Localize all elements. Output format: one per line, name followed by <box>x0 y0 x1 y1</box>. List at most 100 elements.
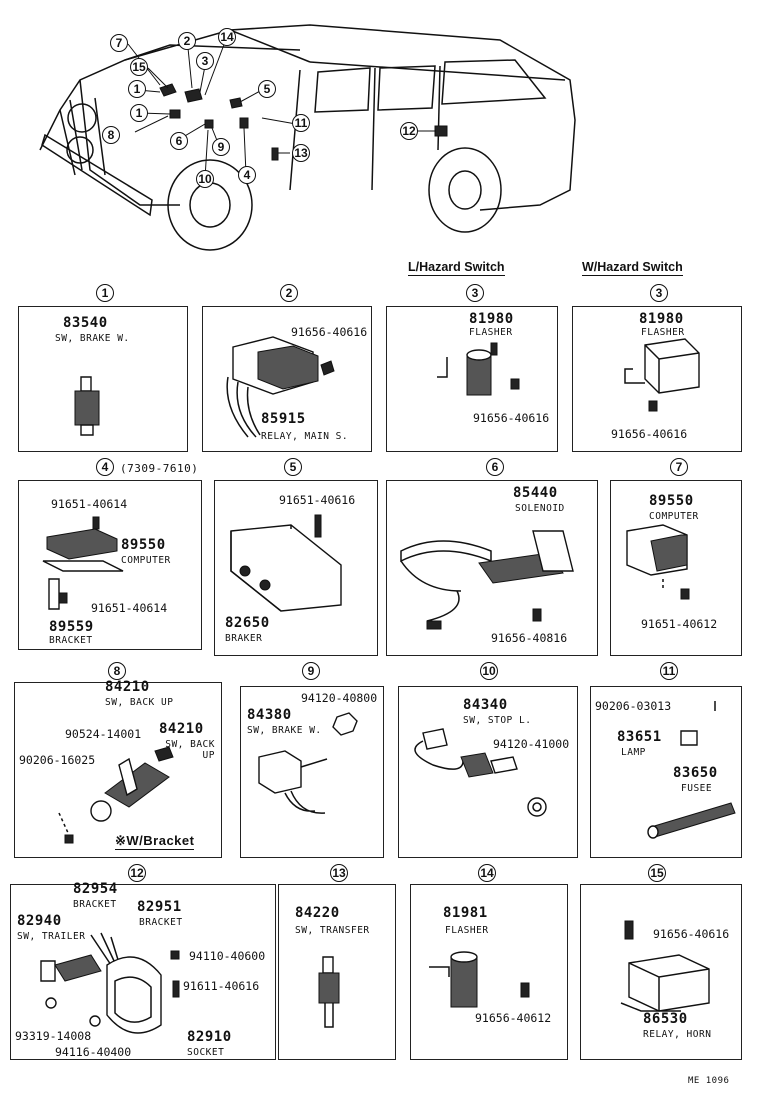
panel-num-3-w: 3 <box>650 284 668 302</box>
panel-8: 84210 SW, BACK UP 90524-14001 84210 SW, … <box>14 679 222 858</box>
fusee-drawing <box>647 701 736 839</box>
part-number: 91651-40616 <box>279 493 356 507</box>
stop-switch-drawing <box>414 728 547 817</box>
callout-5: 5 <box>258 80 276 98</box>
part-number: 89550 <box>121 537 166 553</box>
part-desc: LAMP <box>621 747 646 758</box>
part-number: 90206-16025 <box>19 753 96 767</box>
part-number: 84210 <box>105 679 150 695</box>
part-number: 83650 <box>673 765 718 781</box>
callout-2: 2 <box>178 32 196 50</box>
part-number: 91651-40614 <box>91 601 168 615</box>
part-number: 91656-40816 <box>491 631 568 645</box>
part-number: 94120-41000 <box>493 737 570 751</box>
panel-12: 82954 BRACKET 82940 SW, TRAILER 82951 BR… <box>10 881 276 1060</box>
part-desc: RELAY, HORN <box>643 1029 712 1040</box>
panel-num-7: 7 <box>670 458 688 476</box>
part-desc: SW, TRAILER <box>17 931 86 942</box>
part-number: 84210 <box>159 721 204 737</box>
part-desc: SW, BRAKE W. <box>55 333 130 344</box>
computer-drawing <box>626 524 690 600</box>
panel-13: 84220 SW, TRANSFER <box>278 884 396 1060</box>
solenoid-drawing <box>400 530 574 630</box>
brake-switch-9-drawing <box>258 712 358 814</box>
part-desc: SW, BACK UP <box>105 697 174 708</box>
trailer-socket-drawing <box>40 932 180 1034</box>
part-number: 91656-40616 <box>653 927 730 941</box>
part-number: 85915 <box>261 411 306 427</box>
panel-11: 90206-03013 83651 LAMP 83650 FUSEE <box>590 686 742 858</box>
panel-num-15: 15 <box>648 864 666 882</box>
flasher-w-drawing <box>624 338 700 412</box>
panel-num-4: 4 <box>96 458 114 476</box>
part-number: 91651-40614 <box>51 497 128 511</box>
panel-10: 84340 SW, STOP L. 94120-41000 <box>398 686 578 858</box>
part-desc: FUSEE <box>681 783 713 794</box>
part-number: 89550 <box>649 493 694 509</box>
callout-3: 3 <box>196 52 214 70</box>
part-number: 89559 <box>49 619 94 635</box>
part-desc: SW, BACK UP <box>165 739 215 761</box>
part-number: 83651 <box>617 729 662 745</box>
callout-1a: 1 <box>128 80 146 98</box>
part-desc: FLASHER <box>641 327 685 338</box>
part-number: 91611-40616 <box>183 979 260 993</box>
drawing-code: ME 1096 <box>688 1076 730 1086</box>
callout-14: 14 <box>218 28 236 46</box>
part-desc: SW, TRANSFER <box>295 925 370 936</box>
part-desc: BRACKET <box>49 635 93 646</box>
panel-6: 85440 SOLENOID 91656-40816 <box>386 480 598 656</box>
flasher-drawing <box>437 342 520 396</box>
part-number: 84340 <box>463 697 508 713</box>
header-w-hazard: W/Hazard Switch <box>582 260 683 276</box>
part-number: 82650 <box>225 615 270 631</box>
panel-num-12: 12 <box>128 864 146 882</box>
panel-15: 91656-40616 86530 RELAY, HORN <box>580 884 742 1060</box>
panel-7: 89550 COMPUTER 91651-40612 <box>610 480 742 656</box>
part-desc: SW, STOP L. <box>463 715 532 726</box>
callout-7: 7 <box>110 34 128 52</box>
part-number: 82954 <box>73 881 118 897</box>
part-desc: FLASHER <box>445 925 489 936</box>
panel-num-14: 14 <box>478 864 496 882</box>
horn-relay-drawing <box>620 920 710 1012</box>
panel-9: 94120-40800 84380 SW, BRAKE W. <box>240 686 384 858</box>
panel-num-13: 13 <box>330 864 348 882</box>
panel-num-11: 11 <box>660 662 678 680</box>
vehicle-illustration <box>39 24 576 251</box>
part-number: 81980 <box>639 311 684 327</box>
transfer-switch-drawing <box>318 956 340 1028</box>
part-number: 82951 <box>137 899 182 915</box>
brake-switch-drawing <box>74 376 100 436</box>
callout-10: 10 <box>196 170 214 188</box>
part-desc: BRACKET <box>73 899 117 910</box>
part-desc: COMPUTER <box>121 555 171 566</box>
main-relay-drawing <box>226 336 335 438</box>
panel-num-6: 6 <box>486 458 504 476</box>
panel-4: 91651-40614 89550 COMPUTER 91651-40614 8… <box>18 480 202 650</box>
callout-13: 13 <box>292 144 310 162</box>
flasher-14-drawing <box>429 951 530 1008</box>
bracket-note: ※W/Bracket <box>115 833 195 850</box>
part-number: 91656-40616 <box>473 411 550 425</box>
part-desc: SW, BRAKE W. <box>247 725 322 736</box>
header-l-hazard: L/Hazard Switch <box>408 260 505 276</box>
part-number: 94116-40400 <box>55 1045 132 1059</box>
panel-num-8: 8 <box>108 662 126 680</box>
part-desc: SOLENOID <box>515 503 565 514</box>
part-desc: RELAY, MAIN S. <box>261 431 349 442</box>
part-desc: COMPUTER <box>649 511 699 522</box>
panel-num-5: 5 <box>284 458 302 476</box>
callout-1b: 1 <box>130 104 148 122</box>
callout-6: 6 <box>170 132 188 150</box>
part-number: 91651-40612 <box>641 617 718 631</box>
part-number: 93319-14008 <box>15 1029 92 1043</box>
computer-bracket-drawing <box>42 516 124 610</box>
part-number: 91656-40616 <box>291 325 368 339</box>
part-number: 82910 <box>187 1029 232 1045</box>
part-desc: BRACKET <box>139 917 183 928</box>
part-number: 86530 <box>643 1011 688 1027</box>
part-number: 94120-40800 <box>301 691 378 705</box>
part-number: 85440 <box>513 485 558 501</box>
part-number: 90524-14001 <box>65 727 142 741</box>
